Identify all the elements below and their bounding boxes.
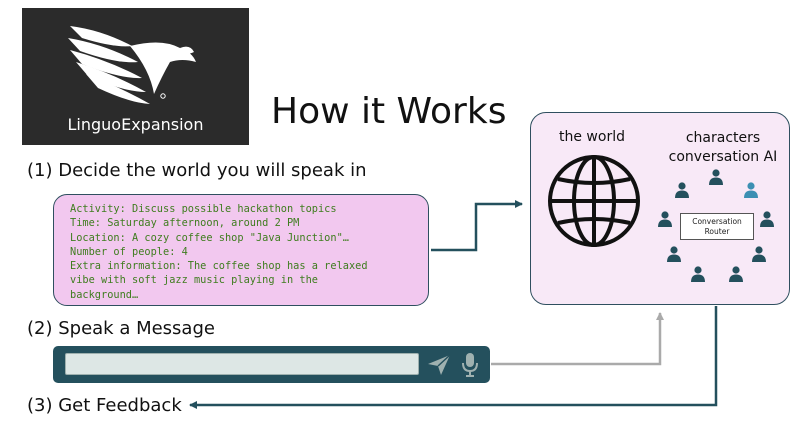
characters-label: characters conversation AI <box>663 129 783 167</box>
world-setting-line: Extra information: The coffee shop has a… <box>70 260 368 273</box>
message-bar <box>53 346 490 383</box>
arrow-ai-to-feedback <box>189 306 718 409</box>
step-decide-world: (1) Decide the world you will speak in <box>27 160 367 181</box>
bird-icon <box>68 26 196 104</box>
world-setting-line: Time: Saturday afternoon, around 2 PM <box>70 217 300 230</box>
person-icon <box>691 266 705 282</box>
conversation-router: Conversation Router <box>680 213 754 240</box>
message-input[interactable] <box>65 353 419 375</box>
person-icon <box>709 169 723 185</box>
step-speak-message: (2) Speak a Message <box>27 318 215 339</box>
logo: LinguoExpansion <box>22 8 249 145</box>
person-icon <box>675 182 689 198</box>
world-label: the world <box>559 129 625 145</box>
person-icon <box>658 211 672 227</box>
person-icon <box>667 246 681 262</box>
person-icon <box>752 246 766 262</box>
world-setting-line: Activity: Discuss possible hackathon top… <box>70 203 337 215</box>
send-icon[interactable] <box>426 353 452 377</box>
globe-icon <box>548 155 640 247</box>
characters-label-line: conversation AI <box>668 149 778 165</box>
arrow-message-to-ai <box>491 312 664 366</box>
page-title: How it Works <box>271 91 507 132</box>
person-icon <box>729 266 743 282</box>
person-icon <box>760 211 774 227</box>
world-setting-line: background… <box>70 288 139 301</box>
characters-label-line: characters <box>685 130 761 146</box>
world-setting-line: Location: A cozy coffee shop "Java Junct… <box>70 231 349 244</box>
step-get-feedback: (3) Get Feedback <box>27 395 182 416</box>
microphone-icon[interactable] <box>461 352 479 378</box>
ai-system-box: the world characters conversation AI Con… <box>530 112 790 305</box>
router-label-line: Conversation <box>692 217 742 226</box>
logo-text: LinguoExpansion <box>67 115 204 134</box>
person-icon-highlighted <box>744 182 758 198</box>
router-label-line: Router <box>704 227 730 236</box>
world-setting-line: vibe with soft jazz music playing in the <box>70 274 318 287</box>
arrow-world-to-ai <box>431 200 523 252</box>
world-setting-line: Number of people: 4 <box>70 245 188 258</box>
world-settings-box: Activity: Discuss possible hackathon top… <box>53 194 429 306</box>
